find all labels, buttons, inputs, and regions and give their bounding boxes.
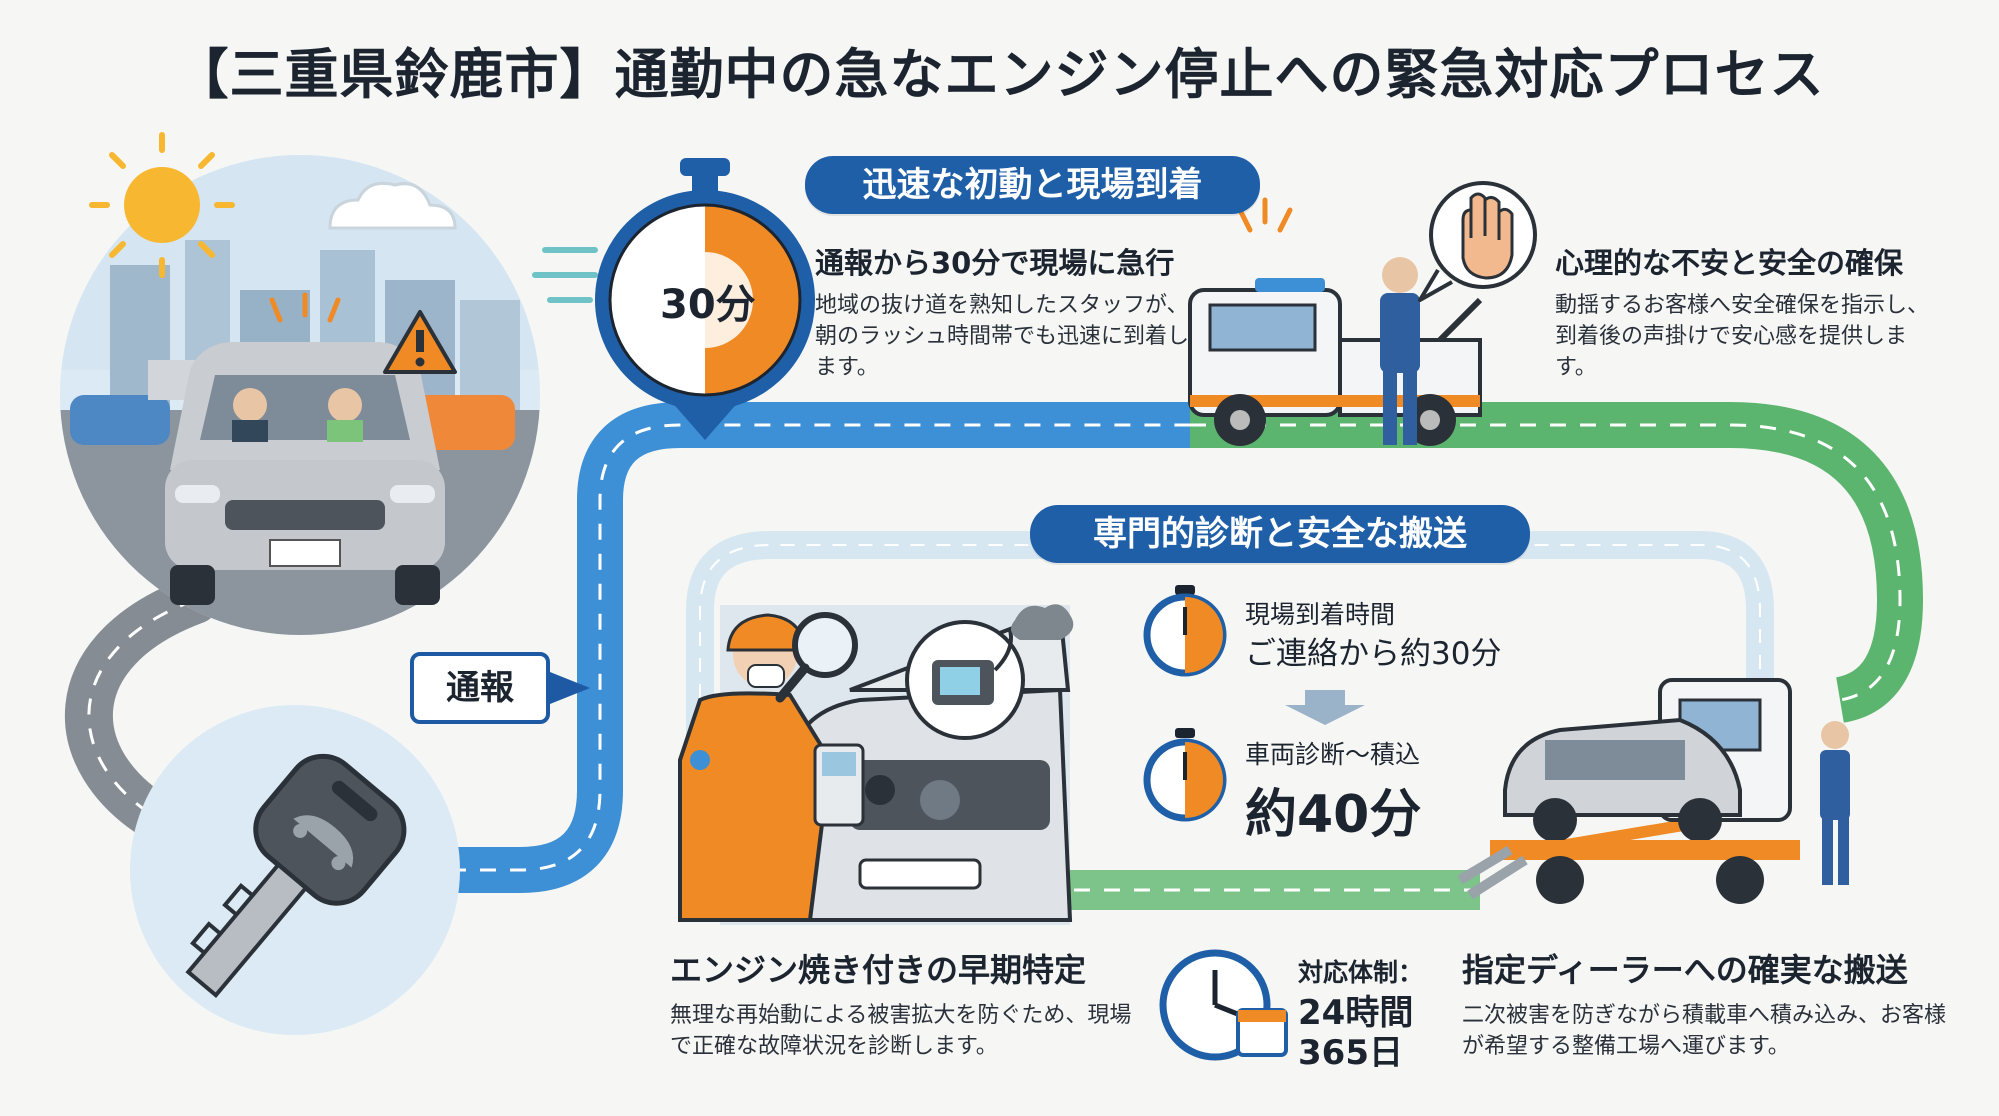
diag-time-value: 約40分 bbox=[1245, 785, 1422, 845]
early-detection-heading: エンジン焼き付きの早期特定 bbox=[670, 951, 1087, 989]
early-detection-body: 無理な再始動による被害拡大を防ぐため、現場で正確な故障状況を診断します。 bbox=[670, 1003, 1132, 1060]
alert-lines bbox=[269, 292, 341, 323]
arrive-time-value: ご連絡から約30分 bbox=[1245, 636, 1502, 672]
driver-car bbox=[165, 342, 445, 605]
section-diagnosis-pill: 専門的診断と安全な搬送 bbox=[1030, 505, 1530, 563]
dealer-transport-heading: 指定ディーラーへの確実な搬送 bbox=[1462, 951, 1908, 989]
psych-body: 動揺するお客様へ安全確保を指示し、到着後の声掛けで安心感を提供します。 bbox=[1555, 293, 1930, 381]
support-label: 対応体制： bbox=[1298, 958, 1424, 987]
diag-time-label: 車両診断〜積込 bbox=[1245, 740, 1421, 769]
flatbed-truck-icon bbox=[1457, 678, 1850, 904]
route-blue bbox=[420, 402, 1190, 893]
arrive-time-label: 現場到着時間 bbox=[1245, 600, 1396, 629]
sun-icon bbox=[89, 132, 235, 278]
magnifier-icon bbox=[775, 612, 858, 703]
clock-calendar-icon bbox=[1159, 949, 1288, 1061]
route-green bbox=[1060, 402, 1924, 910]
route-gray bbox=[64, 576, 219, 844]
report-tag: 通報 bbox=[410, 652, 550, 724]
stopwatch-value: 30分 bbox=[660, 282, 756, 328]
support-days: 365日 bbox=[1298, 1033, 1403, 1073]
obd-scanner-icon bbox=[905, 604, 1074, 740]
support-hours: 24時間 bbox=[1298, 993, 1414, 1033]
car-key-icon bbox=[130, 705, 460, 1035]
hand-stop-icon bbox=[1418, 181, 1537, 302]
psych-heading: 心理的な不安と安全の確保 bbox=[1555, 246, 1904, 280]
arrive-heading: 通報から30分で現場に急行 bbox=[815, 246, 1175, 280]
stopwatch-icon bbox=[532, 158, 815, 440]
section-initial-pill: 迅速な初動と現場到着 bbox=[805, 156, 1260, 214]
tow-truck-icon bbox=[1188, 197, 1483, 446]
warning-icon bbox=[383, 310, 457, 374]
page-title: 【三重県鈴鹿市】通勤中の急なエンジン停止への緊急対応プロセス bbox=[174, 43, 1825, 106]
diag-time-icon bbox=[1143, 728, 1227, 822]
dealer-transport-body: 二次被害を防ぎながら積載車へ積み込み、お客様が希望する整備工場へ運びます。 bbox=[1462, 1003, 1947, 1060]
arrive-time-icon bbox=[1143, 585, 1227, 677]
mechanic-scene bbox=[678, 605, 1073, 925]
arrive-body: 地域の抜け道を熟知したスタッフが、朝のラッシュ時間帯でも迅速に到着します。 bbox=[815, 293, 1190, 381]
